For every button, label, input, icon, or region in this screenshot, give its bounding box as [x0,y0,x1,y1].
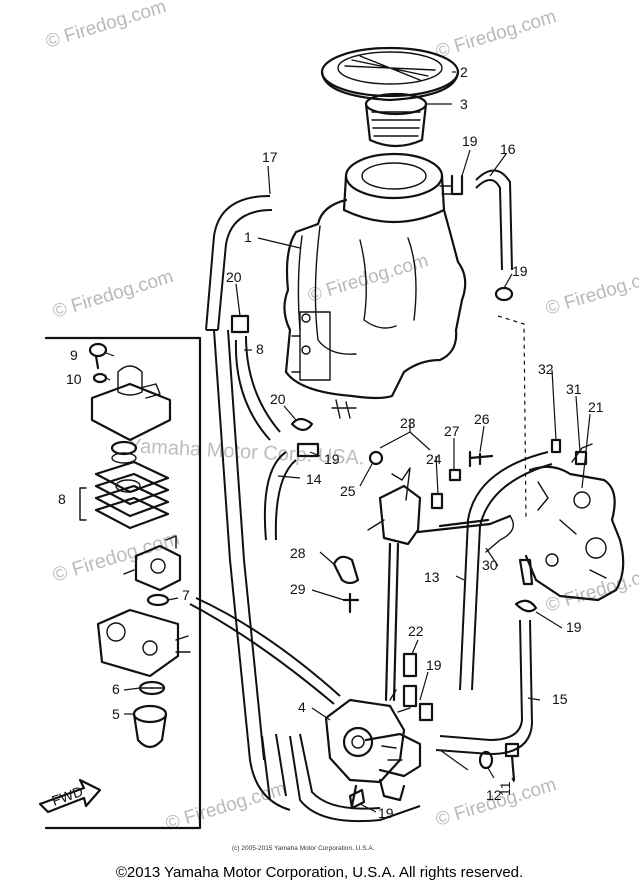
callout-19-bottom: 19 [378,805,394,821]
callout-10: 10 [66,371,82,387]
fuel-tank [283,46,467,419]
callout-29: 29 [290,581,306,597]
fwd-arrow: FWD [38,778,102,814]
watermark-left-overlap: © Firedog.com [50,527,182,586]
callout-14: 14 [306,471,322,487]
callout-19-top: 19 [462,133,478,149]
callout-19-mid: 19 [324,451,340,467]
callout-19-pump: 19 [426,657,442,673]
callout-11: 11 [497,781,513,796]
callout-27: 27 [444,423,460,439]
callout-2: 2 [460,64,468,80]
leader-lines [103,71,591,813]
callout-13: 13 [424,569,440,585]
watermark-mid-left: © Firedog.com [50,266,176,323]
callout-15: 15 [552,691,568,707]
callout-32: 32 [538,361,554,377]
callout-26: 26 [474,411,490,427]
callout-24: 24 [426,451,442,467]
callout-20-lower: 20 [270,391,286,407]
watermark-layer: © Firedog.com © Firedog.com © Firedog.co… [43,0,639,835]
watermark-mid-center: © Firedog.com [305,250,431,307]
callout-19-lowright: 19 [566,619,582,635]
callout-3: 3 [460,96,468,112]
watermark-top-right: © Firedog.com [433,6,559,63]
callout-28: 28 [290,545,306,561]
callout-1: 1 [244,229,252,245]
small-parts [230,174,588,810]
callout-17: 17 [262,149,278,165]
callout-8-hose: 8 [256,341,264,357]
callout-30: 30 [482,557,498,573]
callout-5: 5 [112,706,120,722]
callout-9: 9 [70,347,78,363]
callout-6: 6 [112,681,120,697]
callout-16: 16 [500,141,516,157]
engine-block [518,443,625,602]
callout-25: 25 [340,483,356,499]
watermark-bottom-center: © Firedog.com [163,778,289,835]
callout-19-right: 19 [512,263,528,279]
carburetor-assembly [324,689,422,808]
watermark-right-lower: © Firedog.com [543,560,639,617]
callout-31: 31 [566,381,582,397]
callout-4: 4 [298,699,306,715]
callout-20-top: 20 [226,269,242,285]
small-copyright: (c) 2005-2015 Yamaha Motor Corporation, … [232,845,375,852]
callout-22: 22 [408,623,424,639]
callout-7: 7 [182,587,190,603]
watermark-mid-right: © Firedog.com [543,263,639,320]
watermark-top-left: © Firedog.com [43,0,169,53]
fuel-pump-exploded [44,336,202,830]
linkage-assembly [367,467,514,702]
footer-copyright: ©2013 Yamaha Motor Corporation, U.S.A. A… [115,864,524,881]
callout-21: 21 [588,399,604,415]
callout-8-left: 8 [58,491,66,507]
callout-23: 23 [400,415,416,431]
callout-12: 12 [486,787,502,803]
callout-labels: 1 2 3 4 5 6 7 8 8 9 10 11 12 13 14 15 16… [58,64,604,821]
